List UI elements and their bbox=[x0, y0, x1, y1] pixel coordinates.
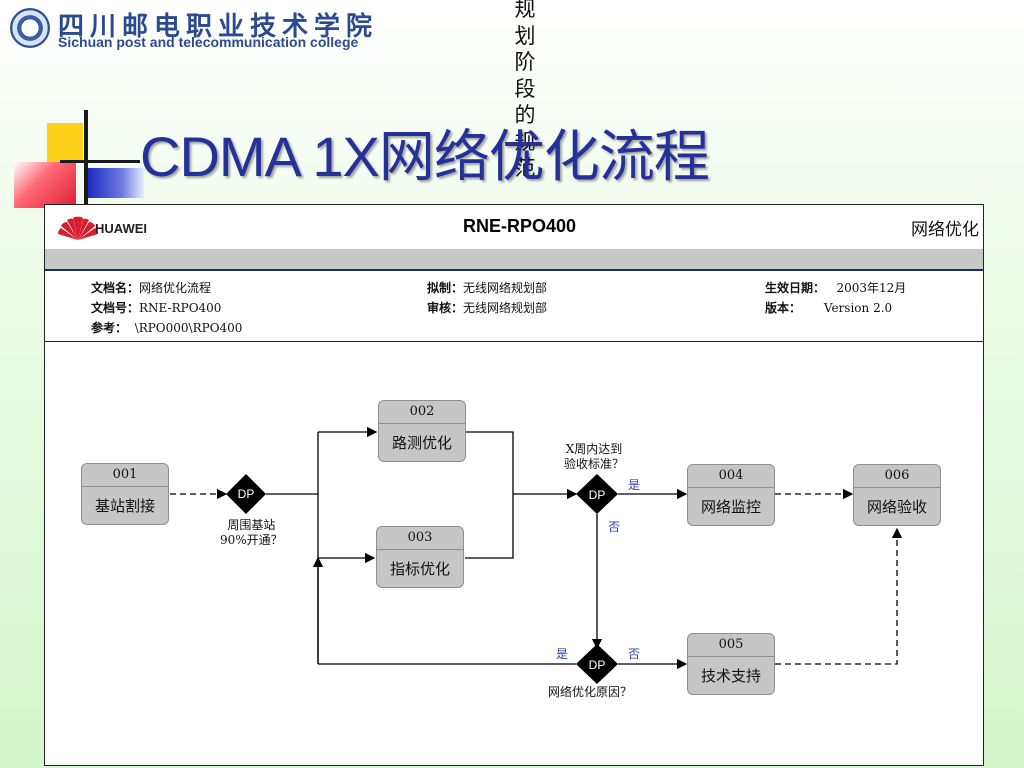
decision-2-yes: 是 bbox=[628, 478, 641, 492]
page-title: CDMA 1X网络优化流程 bbox=[140, 125, 710, 188]
meta-doc-no: 文档号：RNE-RPO400 bbox=[91, 301, 222, 315]
deco-red-square bbox=[14, 162, 76, 208]
deco-horizontal-line bbox=[60, 160, 140, 163]
document-code: RNE-RPO400 bbox=[463, 216, 577, 236]
header-band bbox=[45, 249, 983, 271]
process-node-004: 004 网络监控 bbox=[687, 464, 775, 526]
meta-doc-name: 文档名：网络优化流程 bbox=[91, 281, 212, 295]
decision-question-1: 周围基站 90%开通？ bbox=[220, 518, 283, 547]
decision-label-3: DP bbox=[588, 658, 606, 672]
deco-yellow-square bbox=[47, 123, 83, 163]
meta-version: 版本： Version 2.0 bbox=[765, 301, 893, 315]
meta-reference: 参考： \RPO000\RPO400 bbox=[91, 321, 243, 335]
process-node-006: 006 网络验收 bbox=[853, 464, 941, 526]
process-node-002: 002 路测优化 bbox=[378, 400, 466, 462]
decision-label-1: DP bbox=[237, 487, 255, 501]
decision-label-2: DP bbox=[588, 488, 606, 502]
decision-question-2: X周内达到 验收标准？ bbox=[564, 442, 625, 471]
college-name-cn: 四川邮电职业技术学院 bbox=[58, 12, 379, 42]
decision-3-no: 否 bbox=[628, 647, 641, 661]
meta-effective-date: 生效日期： 2003年12月 bbox=[765, 281, 907, 295]
decision-question-3: 网络优化原因？ bbox=[548, 685, 633, 699]
deco-blue-square bbox=[88, 168, 144, 198]
meta-reviewed: 审核：无线网络规划部 bbox=[427, 301, 548, 315]
decision-diamond-1 bbox=[226, 474, 266, 514]
college-name-en: Sichuan post and telecommunication colle… bbox=[58, 34, 359, 50]
decision-diamond-2 bbox=[576, 474, 618, 514]
process-node-001: 001 基站割接 bbox=[81, 463, 169, 525]
edge-merge bbox=[465, 431, 514, 559]
decision-diamond-3 bbox=[576, 644, 618, 684]
edge-005-006 bbox=[775, 527, 903, 665]
document-frame: HUAWEI RNE-RPO400 网络优化 文档名：网络优化流程 文档号：RN… bbox=[44, 204, 984, 766]
college-logo bbox=[10, 8, 50, 48]
document-metadata: 文档名：网络优化流程 文档号：RNE-RPO400 参考： \RPO000\RP… bbox=[45, 271, 983, 342]
vertical-text: 规划阶段的规范 bbox=[514, 0, 536, 180]
huawei-brand: HUAWEI bbox=[95, 221, 147, 236]
meta-drafted: 拟制：无线网络规划部 bbox=[427, 281, 548, 295]
process-node-005: 005 技术支持 bbox=[687, 633, 775, 695]
huawei-logo-icon bbox=[58, 216, 98, 240]
document-category: 网络优化 bbox=[911, 220, 979, 240]
decision-3-yes: 是 bbox=[556, 647, 569, 661]
decision-2-no: 否 bbox=[608, 520, 621, 534]
process-node-003: 003 指标优化 bbox=[376, 526, 464, 588]
